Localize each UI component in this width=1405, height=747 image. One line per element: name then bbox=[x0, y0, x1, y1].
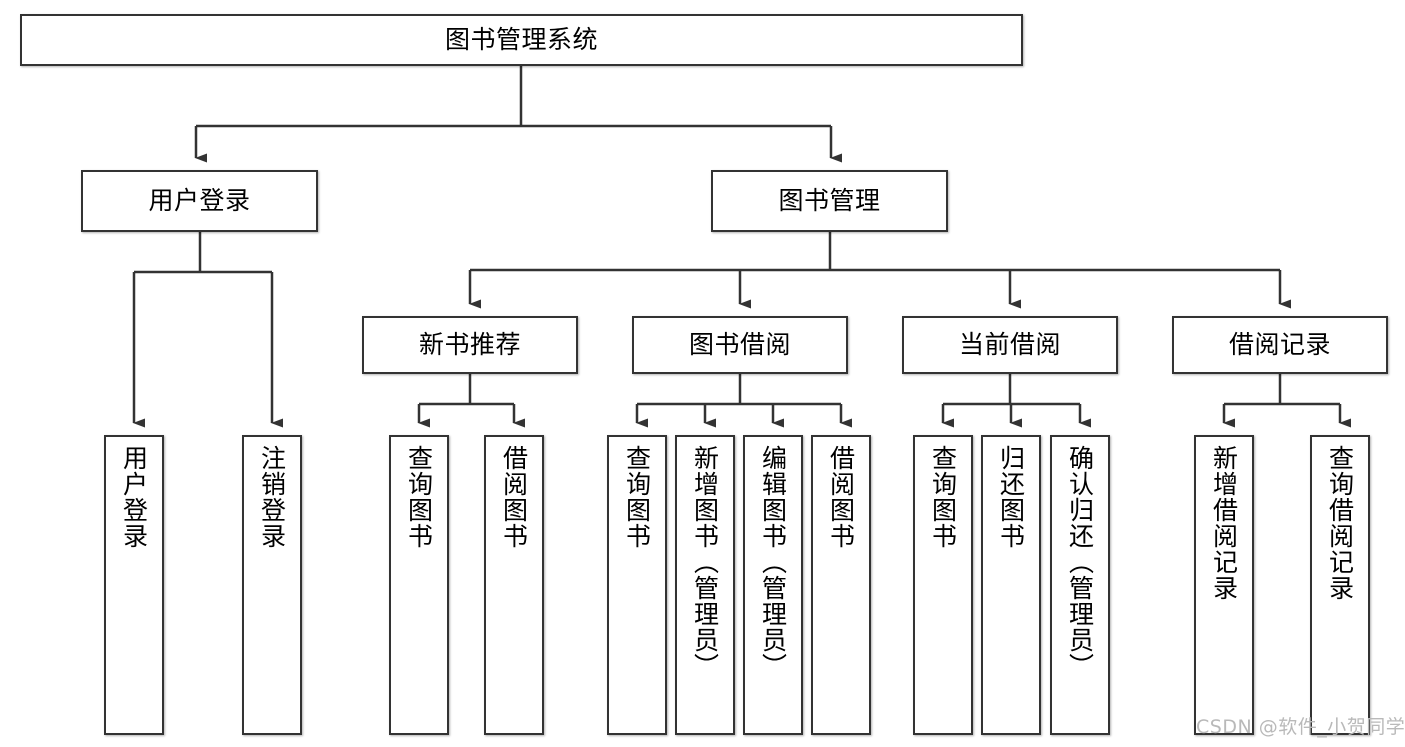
leaf-borrow-query-book[interactable]: 查询图书 bbox=[607, 435, 667, 735]
leaf-new-book-query-book[interactable]: 查询图书 bbox=[389, 435, 449, 735]
leaf-records-query-record[interactable]: 查询借阅记录 bbox=[1310, 435, 1370, 735]
node-label: 借阅记录 bbox=[1228, 330, 1331, 359]
node-book-management-system[interactable]: 图书管理系统 bbox=[20, 14, 1023, 66]
leaf-logout[interactable]: 注销登录 bbox=[242, 435, 302, 735]
node-label: 确认归还（管理员） bbox=[1065, 445, 1095, 679]
node-label: 借阅图书 bbox=[826, 445, 856, 549]
leaf-new-book-borrow-book[interactable]: 借阅图书 bbox=[484, 435, 544, 735]
node-label: 归还图书 bbox=[996, 445, 1026, 549]
leaf-borrow-add-book-admin[interactable]: 新增图书（管理员） bbox=[675, 435, 735, 735]
node-label: 注销登录 bbox=[257, 445, 287, 549]
leaf-user-login[interactable]: 用户登录 bbox=[104, 435, 164, 735]
node-label: 新增图书（管理员） bbox=[690, 445, 720, 679]
node-label: 图书借阅 bbox=[688, 330, 791, 359]
leaf-borrow-borrow-book[interactable]: 借阅图书 bbox=[811, 435, 871, 735]
node-label: 用户登录 bbox=[148, 186, 251, 215]
node-book-management[interactable]: 图书管理 bbox=[711, 170, 948, 232]
node-label: 图书管理系统 bbox=[444, 25, 598, 54]
leaf-current-return-book[interactable]: 归还图书 bbox=[981, 435, 1041, 735]
node-label: 新增借阅记录 bbox=[1209, 445, 1239, 601]
node-label: 编辑图书（管理员） bbox=[758, 445, 788, 679]
node-label: 新书推荐 bbox=[418, 330, 521, 359]
node-label: 查询图书 bbox=[404, 445, 434, 549]
leaf-records-add-record[interactable]: 新增借阅记录 bbox=[1194, 435, 1254, 735]
node-label: 查询图书 bbox=[622, 445, 652, 549]
leaf-current-query-book[interactable]: 查询图书 bbox=[913, 435, 973, 735]
node-borrow-records[interactable]: 借阅记录 bbox=[1172, 316, 1388, 374]
node-label: 查询借阅记录 bbox=[1325, 445, 1355, 601]
node-label: 借阅图书 bbox=[499, 445, 529, 549]
node-label: 当前借阅 bbox=[958, 330, 1061, 359]
leaf-current-confirm-return-admin[interactable]: 确认归还（管理员） bbox=[1050, 435, 1110, 735]
node-label: 用户登录 bbox=[119, 445, 149, 549]
leaf-borrow-edit-book-admin[interactable]: 编辑图书（管理员） bbox=[743, 435, 803, 735]
node-book-borrow[interactable]: 图书借阅 bbox=[632, 316, 848, 374]
node-label: 图书管理 bbox=[778, 186, 881, 215]
node-user-login[interactable]: 用户登录 bbox=[81, 170, 318, 232]
node-label: 查询图书 bbox=[928, 445, 958, 549]
node-current-borrow[interactable]: 当前借阅 bbox=[902, 316, 1118, 374]
csdn-watermark: CSDN @软件_小贺同学 bbox=[1196, 716, 1405, 738]
node-new-book-recommend[interactable]: 新书推荐 bbox=[362, 316, 578, 374]
